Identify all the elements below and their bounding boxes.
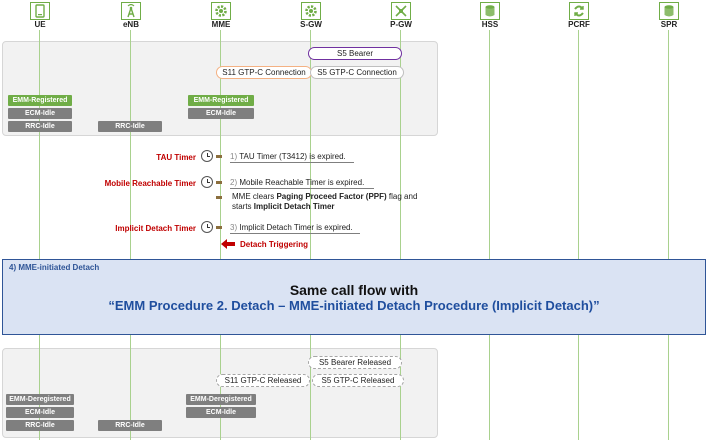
detach-box-line2: “EMM Procedure 2. Detach – MME-initiated… bbox=[108, 298, 600, 313]
step-number: 3) bbox=[230, 223, 238, 232]
swirl-icon bbox=[569, 2, 589, 20]
node-label: eNB bbox=[122, 20, 139, 29]
node-label: MME bbox=[211, 20, 231, 29]
mme-ecm-state: ECM-Idle bbox=[188, 108, 254, 119]
implicit-detach-timer-label: Implicit Detach Timer bbox=[115, 224, 196, 233]
node-ue: UE bbox=[24, 2, 56, 30]
mobile-reachable-timer-label: Mobile Reachable Timer bbox=[104, 179, 196, 188]
mme-emm-state: EMM-Registered bbox=[188, 95, 254, 106]
database-icon bbox=[480, 2, 500, 20]
clock-icon bbox=[201, 221, 213, 233]
mme-initiated-detach-box: 4) MME-initiated Detach Same call flow w… bbox=[2, 259, 706, 335]
node-label: SPR bbox=[660, 20, 678, 29]
s11-gtpc-released: S11 GTP-C Released bbox=[216, 374, 310, 387]
enb-rrc-state: RRC-Idle bbox=[98, 420, 162, 431]
phone-icon bbox=[30, 2, 50, 20]
node-pgw: P-GW bbox=[385, 2, 417, 30]
s5-gtpc-released: S5 GTP-C Released bbox=[312, 374, 404, 387]
node-pcrf: PCRF bbox=[563, 2, 595, 30]
step-3: 3) Implicit Detach Timer is expired. bbox=[230, 223, 360, 234]
s5-bearer: S5 Bearer bbox=[308, 47, 402, 60]
timer-marker bbox=[216, 196, 222, 199]
node-mme: MME bbox=[205, 2, 237, 30]
step-number: 1) bbox=[230, 152, 238, 161]
timer-marker bbox=[216, 181, 222, 184]
mme-ecm-state: ECM-Idle bbox=[186, 407, 256, 418]
node-label: PCRF bbox=[568, 20, 590, 29]
gear-icon bbox=[301, 2, 321, 20]
detach-box-line1: Same call flow with bbox=[289, 282, 419, 298]
crossroad-icon bbox=[391, 2, 411, 20]
timer-marker bbox=[216, 155, 222, 158]
node-hss: HSS bbox=[474, 2, 506, 30]
lifeline-mme bbox=[220, 30, 221, 440]
mme-emm-state: EMM-Deregistered bbox=[186, 394, 256, 405]
tau-timer-label: TAU Timer bbox=[156, 153, 196, 162]
s5-gtpc-connection: S5 GTP-C Connection bbox=[310, 66, 404, 79]
s11-gtpc-connection: S11 GTP-C Connection bbox=[216, 66, 312, 79]
lifeline-sgw bbox=[310, 30, 311, 440]
clock-icon bbox=[201, 150, 213, 162]
lifeline-enb bbox=[130, 30, 131, 440]
ue-ecm-state: ECM-Idle bbox=[8, 108, 72, 119]
ue-ecm-state: ECM-Idle bbox=[6, 407, 74, 418]
lifeline-pcrf bbox=[578, 30, 579, 440]
lifeline-hss bbox=[489, 30, 490, 440]
ue-emm-state: EMM-Deregistered bbox=[6, 394, 74, 405]
node-sgw: S-GW bbox=[295, 2, 327, 30]
node-label: S-GW bbox=[300, 20, 322, 29]
lifeline-spr bbox=[668, 30, 669, 440]
detach-box-label: 4) MME-initiated Detach bbox=[9, 263, 100, 272]
node-label: HSS bbox=[481, 20, 499, 29]
clock-icon bbox=[201, 176, 213, 188]
arrow-left-icon bbox=[221, 239, 235, 249]
s5-bearer-released: S5 Bearer Released bbox=[308, 356, 402, 369]
step-number: 2) bbox=[230, 178, 238, 187]
lifeline-ue bbox=[39, 30, 40, 440]
step-text: Implicit Detach Timer is expired. bbox=[239, 223, 353, 232]
ue-emm-state: EMM-Registered bbox=[8, 95, 72, 106]
step-1: 1) TAU Timer (T3412) is expired. bbox=[230, 152, 354, 163]
step-text: Mobile Reachable Timer is expired. bbox=[239, 178, 365, 187]
database-icon bbox=[659, 2, 679, 20]
step-text: TAU Timer (T3412) is expired. bbox=[239, 152, 346, 161]
enb-rrc-state: RRC-Idle bbox=[98, 121, 162, 132]
node-spr: SPR bbox=[653, 2, 685, 30]
timer-marker bbox=[216, 226, 222, 229]
gear-icon bbox=[211, 2, 231, 20]
node-label: P-GW bbox=[390, 20, 412, 29]
node-enb: eNB bbox=[115, 2, 147, 30]
lifeline-pgw bbox=[400, 30, 401, 440]
detach-triggering-label: Detach Triggering bbox=[240, 240, 309, 249]
ue-rrc-state: RRC-Idle bbox=[8, 121, 72, 132]
antenna-icon bbox=[121, 2, 141, 20]
node-label: UE bbox=[34, 20, 46, 29]
mme-note: MME clears Paging Proceed Factor (PPF) f… bbox=[232, 192, 418, 211]
step-2: 2) Mobile Reachable Timer is expired. bbox=[230, 178, 374, 189]
ue-rrc-state: RRC-Idle bbox=[6, 420, 74, 431]
